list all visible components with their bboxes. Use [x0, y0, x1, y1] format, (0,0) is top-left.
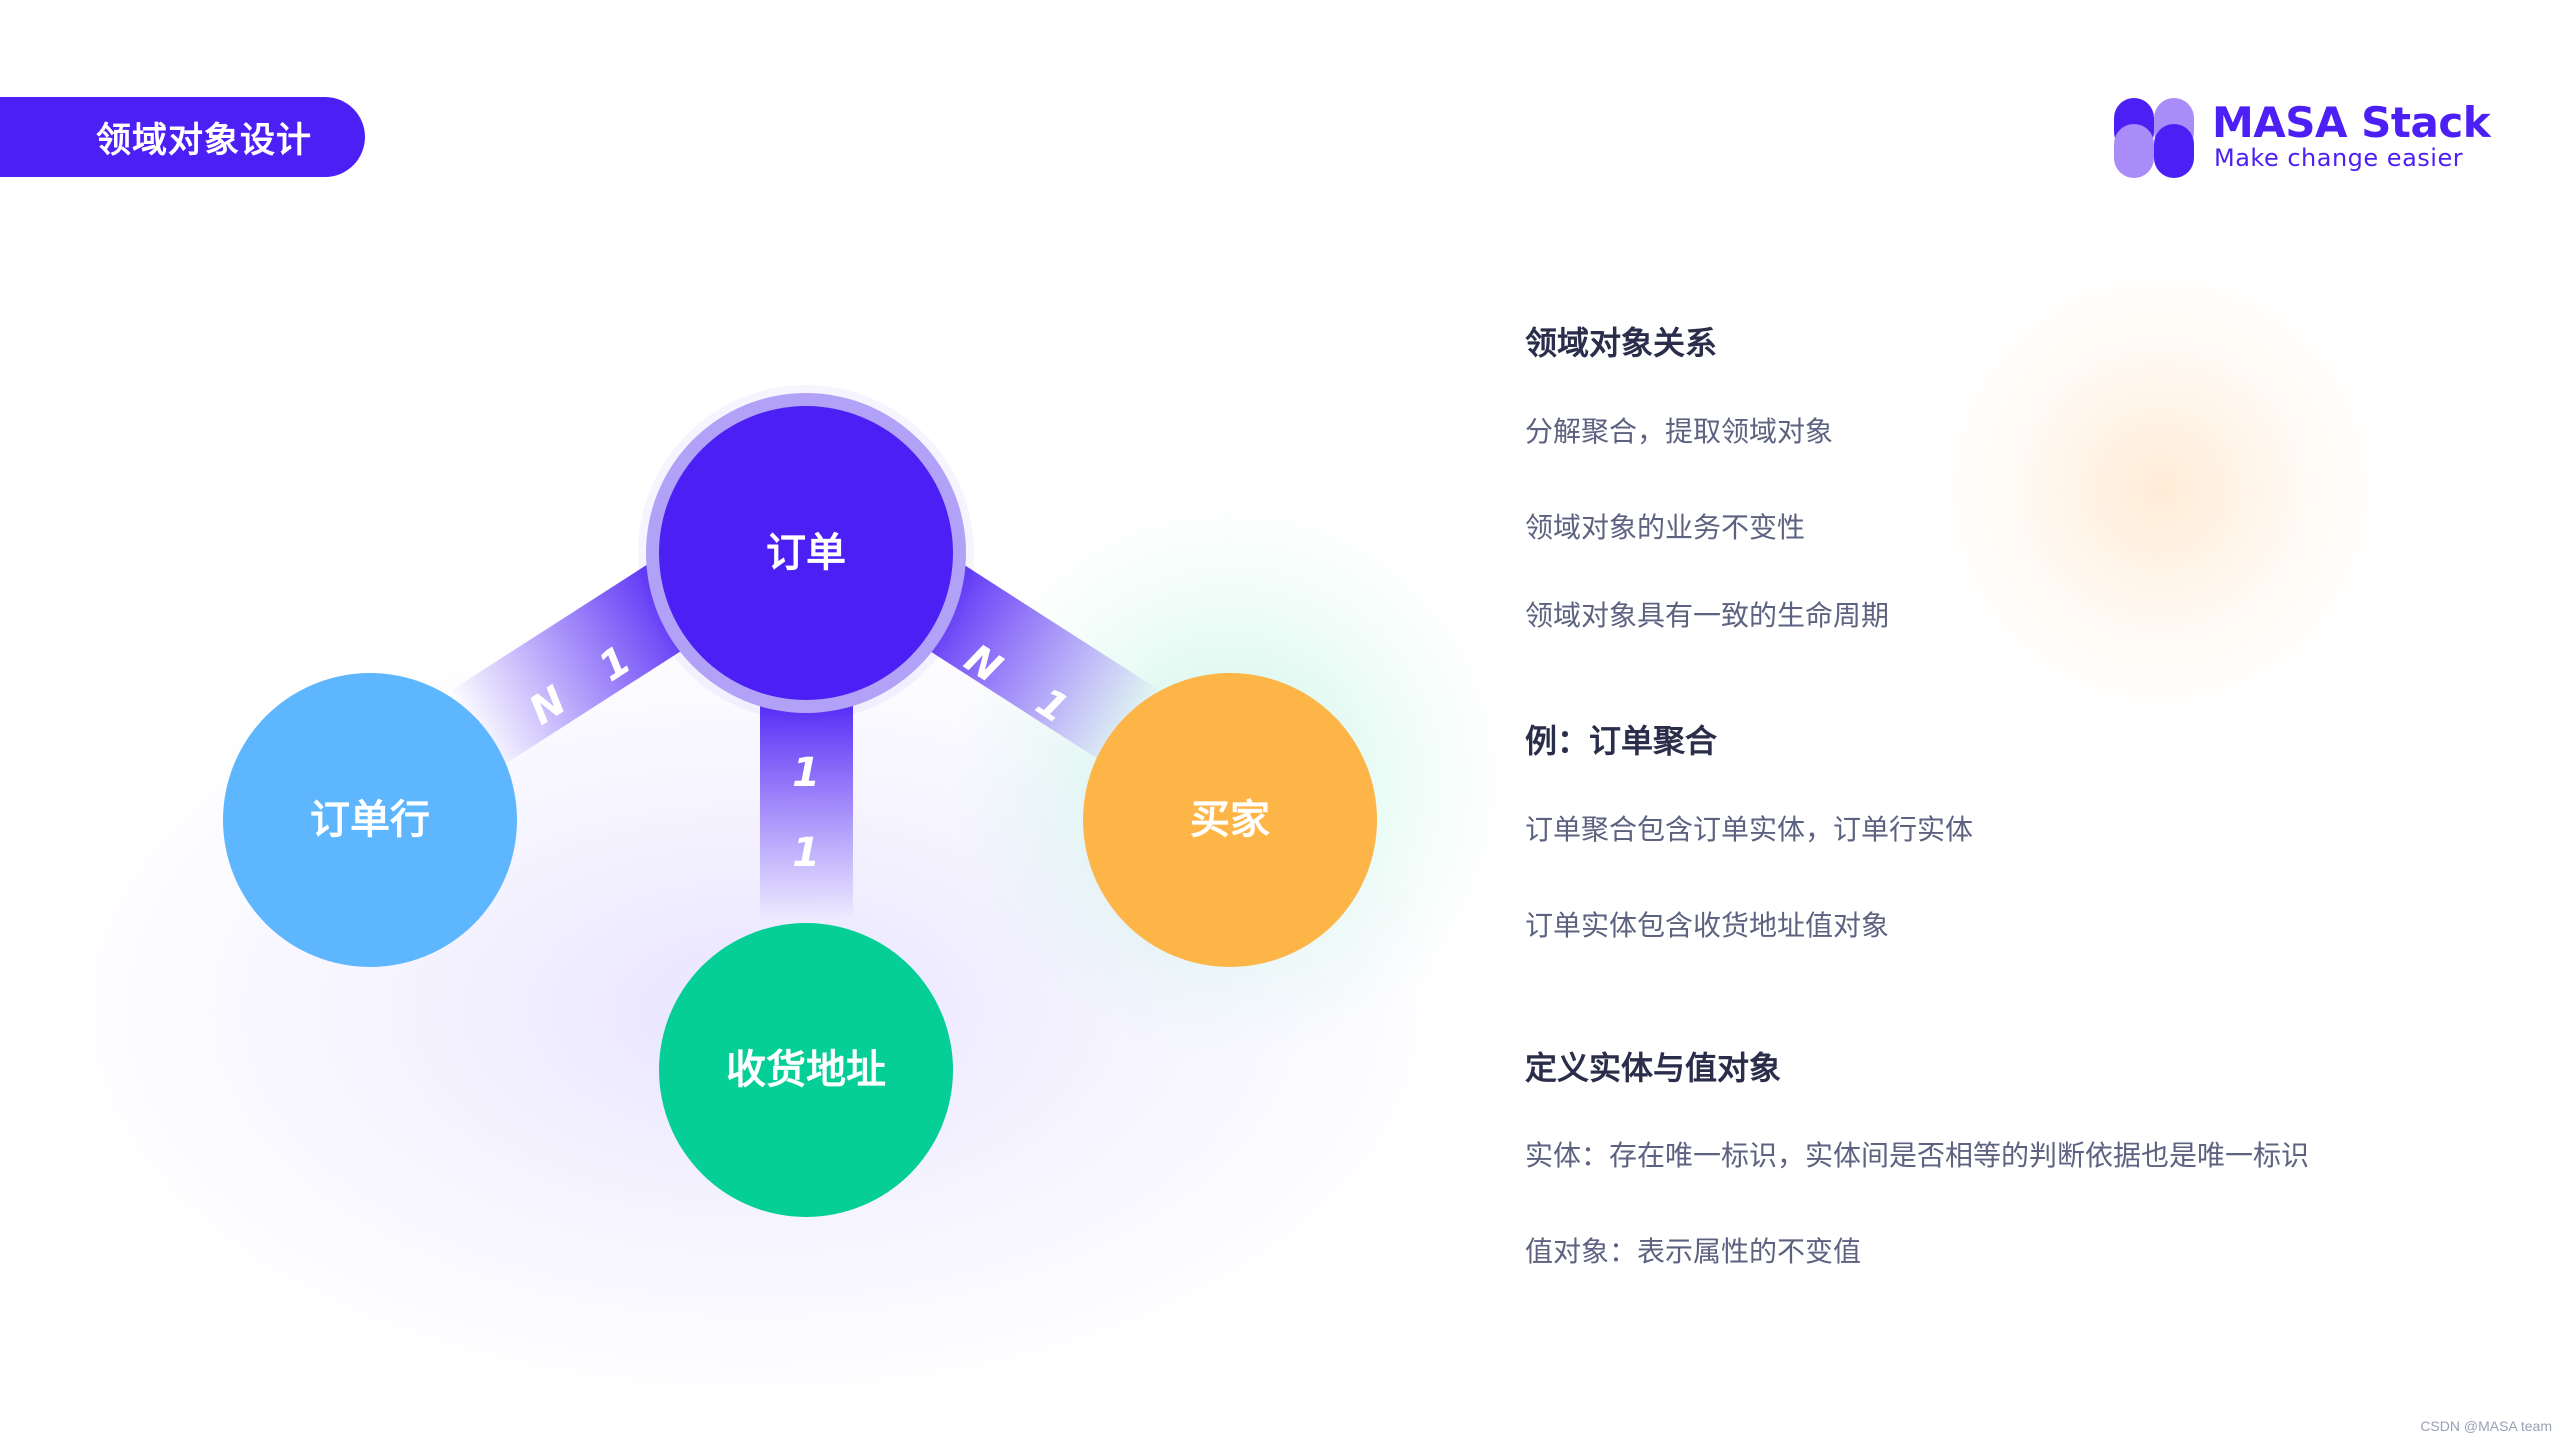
buyer-label: 买家	[1190, 797, 1270, 843]
section-3-item-2: 值对象：表示属性的不变值	[1525, 1235, 1862, 1268]
section-1-item-2: 领域对象的业务不变性	[1525, 511, 1806, 544]
section-3-item-1: 实体：存在唯一标识，实体间是否相等的判断依据也是唯一标识	[1525, 1139, 2310, 1172]
section-2-title: 例：订单聚合	[1525, 722, 1718, 760]
order-line-label: 订单行	[310, 797, 430, 843]
relation-order-address: 1 1	[760, 690, 853, 920]
node-order: 订单	[659, 406, 953, 700]
section-1-item-3: 领域对象具有一致的生命周期	[1525, 599, 1890, 632]
connector-left	[451, 561, 702, 767]
order-label: 订单	[766, 530, 846, 576]
section-2-item-1: 订单聚合包含订单实体，订单行实体	[1525, 813, 1974, 846]
connector-down	[760, 690, 853, 920]
buyer-circle	[1083, 673, 1377, 967]
relation-down-from-card: 1	[792, 750, 820, 796]
connector-right	[909, 561, 1159, 767]
order-aggregate-diagram: 1 N N 1 1 1 订单行 买家 收货地址 订单	[223, 385, 1377, 1217]
section-2-item-2: 订单实体包含收货地址值对象	[1525, 909, 1890, 942]
node-order-line: 订单行	[223, 673, 517, 967]
section-3-title: 定义实体与值对象	[1525, 1049, 1782, 1087]
address-label: 收货地址	[726, 1047, 886, 1093]
node-address: 收货地址	[659, 923, 953, 1217]
logo-mark-icon	[2114, 98, 2194, 178]
page-title-text: 领域对象设计	[96, 120, 313, 161]
logo-tagline: Make change easier	[2214, 144, 2464, 172]
page-title: 领域对象设计	[0, 97, 365, 177]
background-glow-orange	[1930, 260, 2390, 720]
relation-order-orderline: 1 N	[451, 561, 702, 767]
node-buyer: 买家	[1083, 673, 1377, 967]
order-circle	[659, 406, 953, 700]
relation-down-to-card: 1	[792, 830, 820, 876]
logo-title: MASA Stack	[2212, 98, 2491, 147]
masa-stack-logo: MASA Stack Make change easier	[2112, 96, 2491, 180]
section-1-item-1: 分解聚合，提取领域对象	[1525, 415, 1834, 448]
order-line-circle	[223, 673, 517, 967]
footer-watermark: CSDN @MASA team	[2420, 1418, 2552, 1434]
section-1-title: 领域对象关系	[1525, 324, 1718, 362]
address-circle	[659, 923, 953, 1217]
